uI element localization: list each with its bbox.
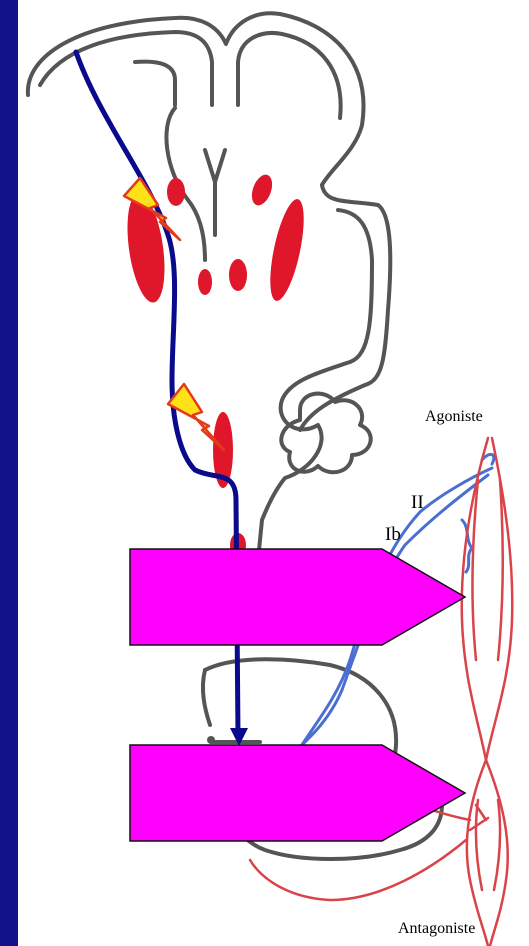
agonist-label: Agoniste [425, 408, 483, 426]
fiber-ib-label: Ib [385, 524, 401, 546]
nucleus [263, 196, 310, 303]
callout-box-upper [130, 549, 465, 645]
agonist-muscle [462, 438, 513, 760]
antagonist-label: Antagoniste [398, 920, 475, 938]
nucleus [198, 269, 212, 295]
fiber-ii-label: II [411, 492, 424, 514]
nucleus [248, 172, 276, 208]
nucleus [167, 178, 185, 206]
callout-box-lower [130, 745, 465, 841]
antagonist-muscle [467, 760, 508, 946]
marker-dot [207, 736, 215, 744]
nucleus [229, 259, 247, 291]
muscles [250, 438, 512, 946]
